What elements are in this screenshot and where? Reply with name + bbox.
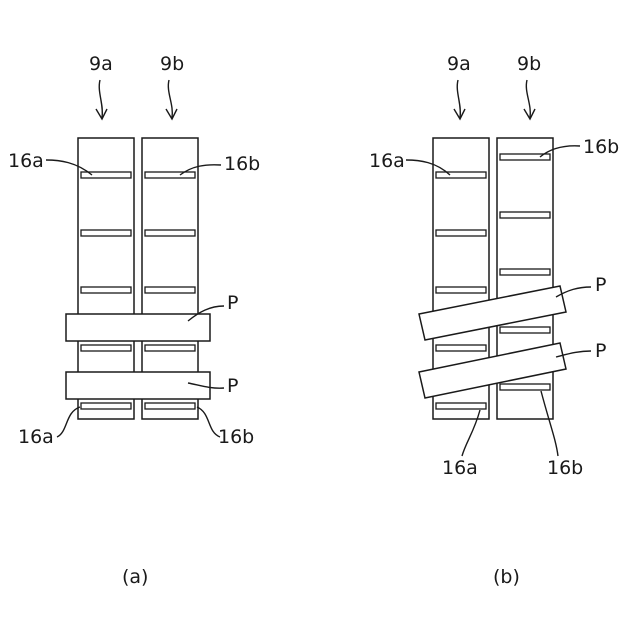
leader-16a-bottom [57, 407, 80, 437]
label-16a-bottom: 16a [442, 457, 478, 479]
holder-slot [500, 327, 550, 333]
label-16b-bottom: 16b [218, 426, 254, 448]
arrow-9a-head [454, 109, 465, 119]
label-16a-bottom: 16a [18, 426, 54, 448]
leader-16b-bottom [197, 407, 220, 437]
label-p-lower: P [227, 375, 238, 397]
label-9b: 9b [517, 53, 541, 75]
arrow-9b [168, 80, 172, 118]
holder-slot [436, 345, 486, 351]
product-p-upper [66, 314, 210, 341]
holder-slot [436, 287, 486, 293]
holder-slot [81, 287, 131, 293]
label-9a: 9a [447, 53, 471, 75]
label-p-lower: P [595, 340, 606, 362]
holder-slot [81, 230, 131, 236]
holder-slot [81, 345, 131, 351]
label-16a-top: 16a [8, 150, 44, 172]
holder-slot [436, 172, 486, 178]
panel-b: 9a 9b 16a 16b [369, 53, 619, 588]
label-9a: 9a [89, 53, 113, 75]
caption-b: (b) [493, 566, 520, 588]
caption-a: (a) [122, 566, 148, 588]
label-16b-bottom: 16b [547, 457, 583, 479]
label-p-upper: P [595, 274, 606, 296]
arrow-9a [99, 80, 102, 118]
arrow-9a-head [96, 109, 107, 119]
panel-a: 9a 9b 16a 16b [8, 53, 260, 588]
holder-slot [145, 230, 195, 236]
holder-slot [81, 403, 131, 409]
arrow-9b [526, 80, 530, 118]
label-16a-top: 16a [369, 150, 405, 172]
holder-slot [500, 269, 550, 275]
label-9b: 9b [160, 53, 184, 75]
holder-slot [145, 403, 195, 409]
holder-slot [500, 212, 550, 218]
holder-slot [436, 403, 486, 409]
holder-slot [145, 345, 195, 351]
label-16b-top: 16b [224, 153, 260, 175]
holder-slot [145, 287, 195, 293]
arrow-9a [457, 80, 460, 118]
holder-slot [500, 384, 550, 390]
holder-slot [145, 172, 195, 178]
holder-slot [436, 230, 486, 236]
label-16b-top: 16b [583, 136, 619, 158]
label-p-upper: P [227, 292, 238, 314]
product-p-lower [66, 372, 210, 399]
